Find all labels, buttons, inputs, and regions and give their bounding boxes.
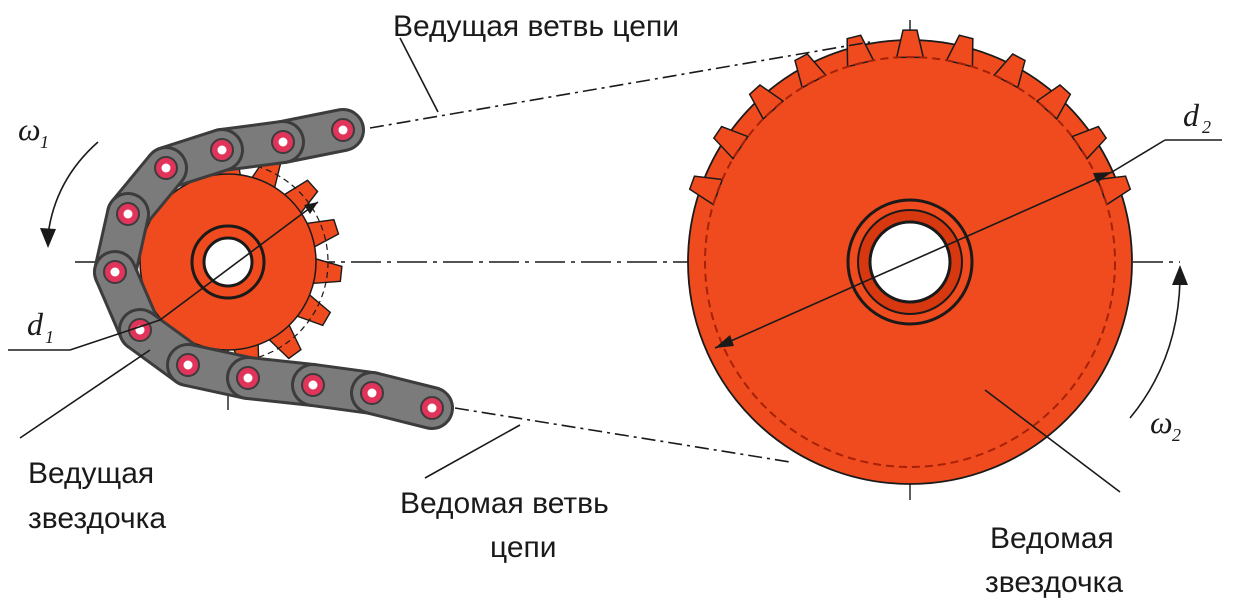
symbol-d1: d [27,306,44,342]
diameter-d2 [714,139,1222,349]
chain-pin-hole [123,209,133,219]
driving-sprocket [127,147,343,376]
driven-sprocket-tooth [794,53,827,89]
chain-pin-hole [367,388,377,398]
label-leading-branch: Ведущая ветвь цепи [393,10,679,43]
label-driving-sprocket-line2: звездочка [28,502,166,535]
symbol-omega2-sub: 2 [1172,425,1181,445]
chain-pin-hole [427,403,437,413]
label-driven-sprocket-line1: Ведомая [990,522,1114,555]
symbol-d2-sub: 2 [1202,117,1211,137]
diameter-d1 [8,201,319,351]
chain-pin-hole [161,163,171,173]
chain-pin-hole [278,137,288,147]
symbol-omega2: ω [1150,404,1173,440]
chain-branch-lines [369,41,871,463]
symbol-omega1: ω [18,111,41,147]
chain [93,108,454,430]
label-driving-sprocket-line1: Ведущая [28,457,154,490]
chain-pin-hole [217,145,227,155]
leader-lines [19,37,1121,493]
driving-bore [202,236,254,288]
symbol-omega1-sub: 1 [40,132,49,152]
chain-pin-hole [243,373,253,383]
chain-pin-hole [183,360,193,370]
rotation-arrow-omega2 [1129,265,1188,419]
rotation-arrow-omega1 [40,141,99,248]
chain-pin-hole [308,380,318,390]
label-driven-sprocket-line2: звездочка [985,566,1123,599]
driven-sprocket-tooth [895,29,925,59]
driven-sprocket [687,29,1133,485]
chain-pin-hole [338,125,348,135]
driven-sprocket-tooth [1096,175,1132,206]
chain-pin-hole [110,267,120,277]
symbol-d2: d [1183,97,1200,133]
symbol-d1-sub: 1 [45,327,54,347]
driven-sprocket-tooth [846,34,875,68]
label-driven-branch-line1: Ведомая ветвь [400,487,609,520]
label-driven-branch-line2: цепи [490,531,557,564]
